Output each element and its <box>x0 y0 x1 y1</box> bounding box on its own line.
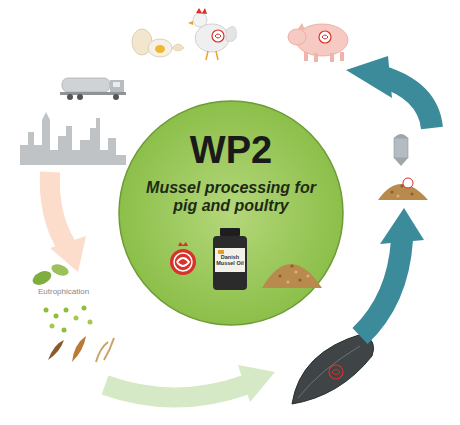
node-subtitle: Mussel processing for pig and poultry <box>141 179 321 216</box>
process-circle: WP2Mussel processing for pig and poultry <box>117 99 345 327</box>
flow-arrow <box>360 208 424 336</box>
caption-label: Eutrophication <box>38 288 108 297</box>
feed-pile <box>378 178 428 200</box>
flow-arrow <box>346 56 432 128</box>
silo-illustration <box>394 134 408 166</box>
algae-illustration <box>30 262 114 362</box>
chicken-illustration <box>188 8 236 60</box>
mussel-illustration <box>292 334 374 404</box>
eggs-illustration <box>132 29 184 57</box>
bottle-label: Danish Mussel Oil <box>215 255 245 267</box>
flow-arrow <box>105 365 275 402</box>
flow-arrow <box>50 172 86 272</box>
circle-shape <box>119 101 343 325</box>
node-title: WP2 <box>131 129 331 173</box>
city-skyline <box>20 112 126 165</box>
tanker-truck <box>60 78 126 100</box>
pig-illustration <box>288 23 348 62</box>
